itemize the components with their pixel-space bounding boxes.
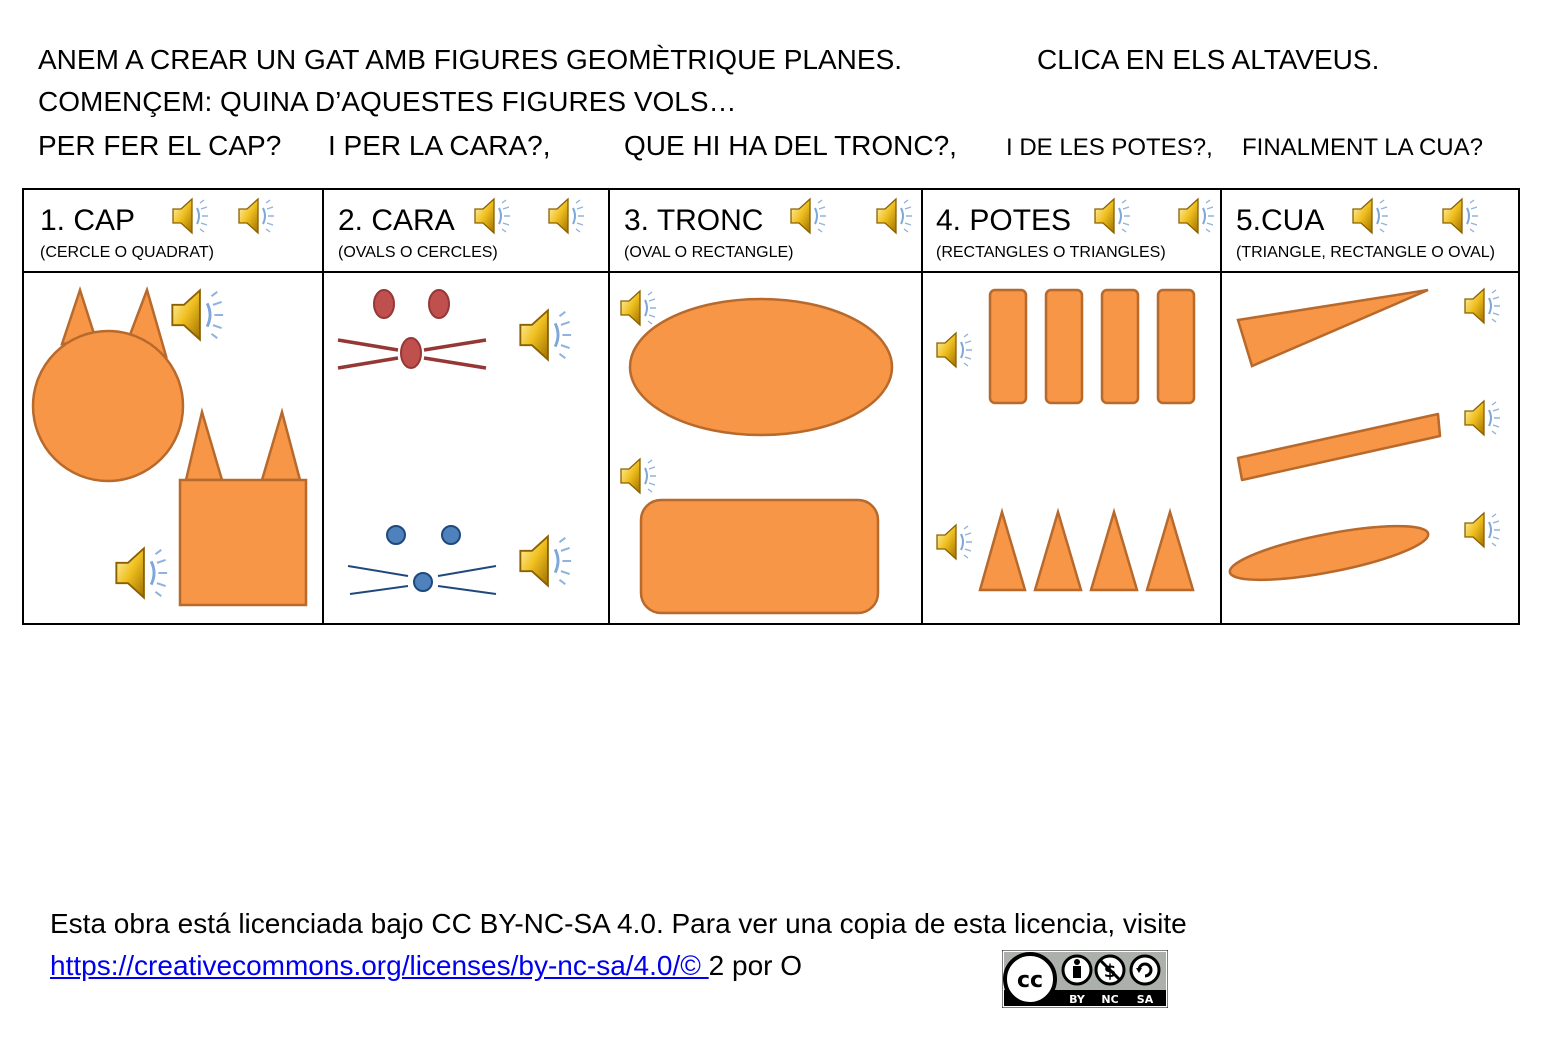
header-divider — [24, 271, 1518, 273]
question-cua: FINALMENT LA CUA? — [1242, 134, 1483, 161]
head-circle-shape[interactable] — [31, 329, 185, 483]
face-circles[interactable] — [347, 525, 497, 595]
question-potes: I DE LES POTES?, — [1006, 134, 1213, 161]
column-subtitle-cap: (CERCLE O QUADRAT) — [40, 244, 214, 261]
svg-text:SA: SA — [1137, 993, 1154, 1006]
question-cara: I PER LA CARA?, — [328, 130, 551, 161]
license-link[interactable]: https://creativecommons.org/licenses/by-… — [50, 950, 709, 981]
column-subtitle-cara: (OVALS O CERCLES) — [338, 244, 498, 261]
question-cap: PER FER EL CAP? — [38, 130, 282, 161]
column-title-cua: 5.CUA — [1236, 204, 1325, 237]
license-line: https://creativecommons.org/licenses/by-… — [50, 950, 802, 982]
sa-icon — [1129, 954, 1161, 986]
column-title-cara: 2. CARA — [338, 204, 455, 237]
column-subtitle-tronc: (OVAL O RECTANGLE) — [624, 244, 794, 261]
svg-text:cc: cc — [1017, 968, 1043, 993]
license-suffix: 2 por O — [708, 950, 803, 981]
instruction-click-speakers: CLICA EN ELS ALTAVEUS. — [1037, 44, 1380, 75]
leg-triangle-shape[interactable] — [1145, 507, 1195, 592]
leg-rectangle-shape[interactable] — [1100, 288, 1140, 405]
svg-text:NC: NC — [1101, 993, 1118, 1006]
license-text: Esta obra está licenciada bajo CC BY-NC-… — [50, 908, 1187, 939]
body-oval-shape[interactable] — [628, 297, 894, 437]
question-tronc: QUE HI HA DEL TRONC?, — [624, 130, 957, 161]
column-title-potes: 4. POTES — [936, 204, 1072, 237]
head-square-shape[interactable] — [178, 478, 308, 607]
instruction-title: ANEM A CREAR UN GAT AMB FIGURES GEOMÈTRI… — [38, 44, 903, 75]
svg-text:BY: BY — [1069, 993, 1086, 1006]
cc-license-badge[interactable]: cc $ BY NC SA — [1002, 950, 1168, 1008]
instruction-start: COMENÇEM: QUINA D’AQUESTES FIGURES VOLS… — [38, 86, 737, 117]
column-subtitle-potes: (RECTANGLES O TRIANGLES) — [936, 244, 1166, 261]
column-subtitle-cua: (TRIANGLE, RECTANGLE O OVAL) — [1236, 244, 1496, 261]
leg-triangle-shape[interactable] — [978, 507, 1027, 592]
face-ovals[interactable] — [337, 289, 487, 370]
leg-rectangle-shape[interactable] — [988, 288, 1028, 405]
column-divider — [1220, 190, 1222, 623]
column-divider — [608, 190, 610, 623]
column-title-tronc: 3. TRONC — [624, 204, 764, 237]
cc-icon — [1003, 952, 1057, 1006]
ear-triangle-shape[interactable] — [260, 407, 302, 482]
column-divider — [322, 190, 324, 623]
tail-triangle-shape[interactable] — [1236, 288, 1429, 368]
ear-triangle-shape[interactable] — [184, 407, 224, 482]
leg-triangle-shape[interactable] — [1089, 507, 1139, 592]
leg-rectangle-shape[interactable] — [1044, 288, 1084, 405]
body-rectangle-shape[interactable] — [639, 498, 880, 615]
column-title-cap: 1. CAP — [40, 204, 136, 237]
figures-table: 1. CAP (CERCLE O QUADRAT) 2. CARA (OVALS… — [22, 188, 1520, 625]
leg-rectangle-shape[interactable] — [1156, 288, 1196, 405]
leg-triangle-shape[interactable] — [1033, 507, 1083, 592]
tail-oval-shape[interactable] — [1226, 515, 1432, 591]
tail-rectangle-shape[interactable] — [1236, 412, 1442, 482]
column-divider — [921, 190, 923, 623]
